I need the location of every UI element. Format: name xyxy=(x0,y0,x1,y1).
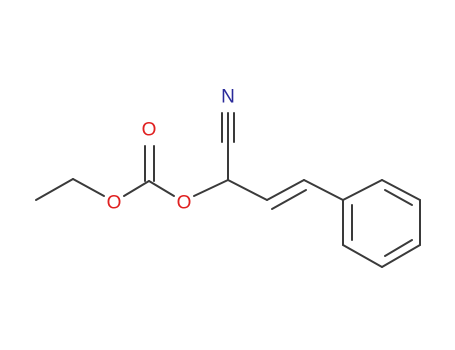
bond-ethyl-c1-c2 xyxy=(35,178,74,201)
bond-ring-5 xyxy=(342,244,383,268)
carbonyl-oxygen-label: O xyxy=(142,120,157,141)
bond-ch-vinyl xyxy=(227,179,268,201)
bond-ring-1 xyxy=(342,179,383,201)
bond-ring-2 xyxy=(381,179,421,201)
bond-o-ch xyxy=(193,179,229,197)
bond-vinyl-phenyl xyxy=(303,179,344,201)
ether-oxygen-left-label: O xyxy=(107,193,122,214)
nitrogen-label: N xyxy=(221,87,235,108)
bond-alkene-double-1 xyxy=(266,179,305,201)
bond-ethyl-c2-o xyxy=(72,178,105,197)
ester-oxygen-right-label: O xyxy=(177,193,192,214)
bond-o-carbonyl-carbon xyxy=(123,180,150,197)
bond-ring-inner-1 xyxy=(384,189,413,206)
bond-ring-inner-2 xyxy=(384,239,413,257)
bond-ring-4 xyxy=(381,244,421,268)
bond-alkene-double-2 xyxy=(271,189,307,210)
bond-carbonyl-carbon-o xyxy=(148,180,175,197)
